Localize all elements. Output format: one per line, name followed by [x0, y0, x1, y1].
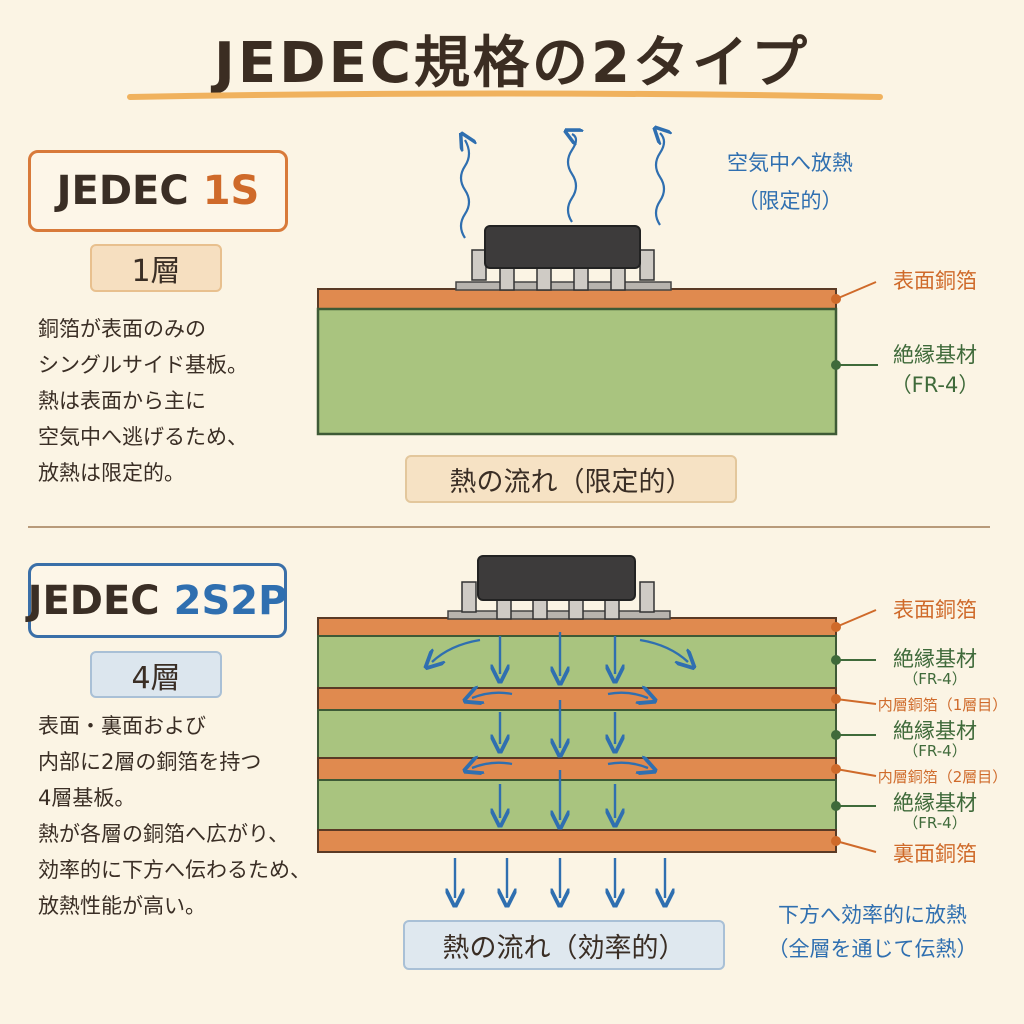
label-substrate-sub: （FR-4）	[903, 670, 967, 688]
label-substrate-1: 絶縁基材 （FR-4）	[880, 646, 990, 688]
title-underline	[127, 90, 883, 100]
copper-layer	[317, 288, 837, 310]
label-substrate-sub: （FR-4）	[903, 814, 967, 832]
type-1s-suffix: 1S	[202, 168, 260, 214]
label-top-copper: 表面銅箔	[893, 269, 977, 293]
label-substrate-sub: （FR-4）	[890, 373, 980, 397]
type-2s2p-layer-badge: 4層	[90, 651, 222, 698]
label-substrate-sub: （FR-4）	[903, 742, 967, 760]
bottom-note-line1: 下方へ効率的に放熱	[778, 903, 967, 927]
chip-icon	[455, 225, 672, 291]
label-substrate-name: 絶縁基材	[893, 719, 977, 743]
heat-flow-arrows	[432, 632, 688, 898]
air-note-line1: 空気中へ放熱	[727, 151, 853, 175]
page-title: JEDEC規格の2タイプ	[214, 31, 810, 96]
heat-flow-2s2p-box: 熱の流れ（効率的）	[403, 920, 725, 970]
type-1s-description: 銅箔が表面のみの シングルサイド基板。 熱は表面から主に 空気中へ逃げるため、 …	[38, 317, 248, 485]
label-leaders	[831, 281, 878, 370]
board-1s	[316, 133, 878, 436]
chip-icon	[447, 555, 671, 620]
type-1s-prefix: JEDEC	[56, 168, 189, 214]
board-2s2p	[317, 555, 877, 898]
substrate-layer	[316, 307, 838, 436]
label-substrate-name: 絶縁基材	[893, 343, 977, 367]
label-bottom-copper: 裏面銅箔	[893, 842, 977, 866]
type-2s2p-description: 表面・裏面および 内部に2層の銅箔を持つ 4層基板。 熱が各層の銅箔へ広がり、 …	[38, 714, 311, 918]
label-inner-copper-1: 内層銅箔（1層目）	[877, 696, 1008, 714]
label-substrate: 絶縁基材 （FR-4）	[880, 342, 990, 398]
air-note-line2: （限定的）	[737, 189, 843, 213]
type-1s-title-box: JEDEC 1S	[28, 150, 288, 232]
type-1s-layer-badge: 1層	[90, 244, 222, 292]
label-substrate-3: 絶縁基材 （FR-4）	[880, 790, 990, 832]
label-leaders	[831, 609, 877, 853]
bottom-note: 下方へ効率的に放熱 （全層を通じて伝熱）	[755, 902, 990, 962]
label-inner-copper-2: 内層銅箔（2層目）	[877, 768, 1008, 786]
type-2s2p-suffix: 2S2P	[173, 577, 288, 624]
heat-wave-arrows	[461, 133, 664, 239]
label-top-copper-2s2p: 表面銅箔	[893, 598, 977, 622]
label-substrate-name: 絶縁基材	[893, 647, 977, 671]
bottom-note-line2: （全層を通じて伝熱）	[767, 937, 978, 961]
label-substrate-2: 絶縁基材 （FR-4）	[880, 718, 990, 760]
type-2s2p-prefix: JEDEC	[27, 577, 160, 624]
label-substrate-name: 絶縁基材	[893, 791, 977, 815]
type-2s2p-title-box: JEDEC 2S2P	[28, 563, 287, 638]
air-note: 空気中へ放熱 （限定的）	[700, 150, 880, 214]
heat-flow-1s-box: 熱の流れ（限定的）	[405, 455, 737, 503]
